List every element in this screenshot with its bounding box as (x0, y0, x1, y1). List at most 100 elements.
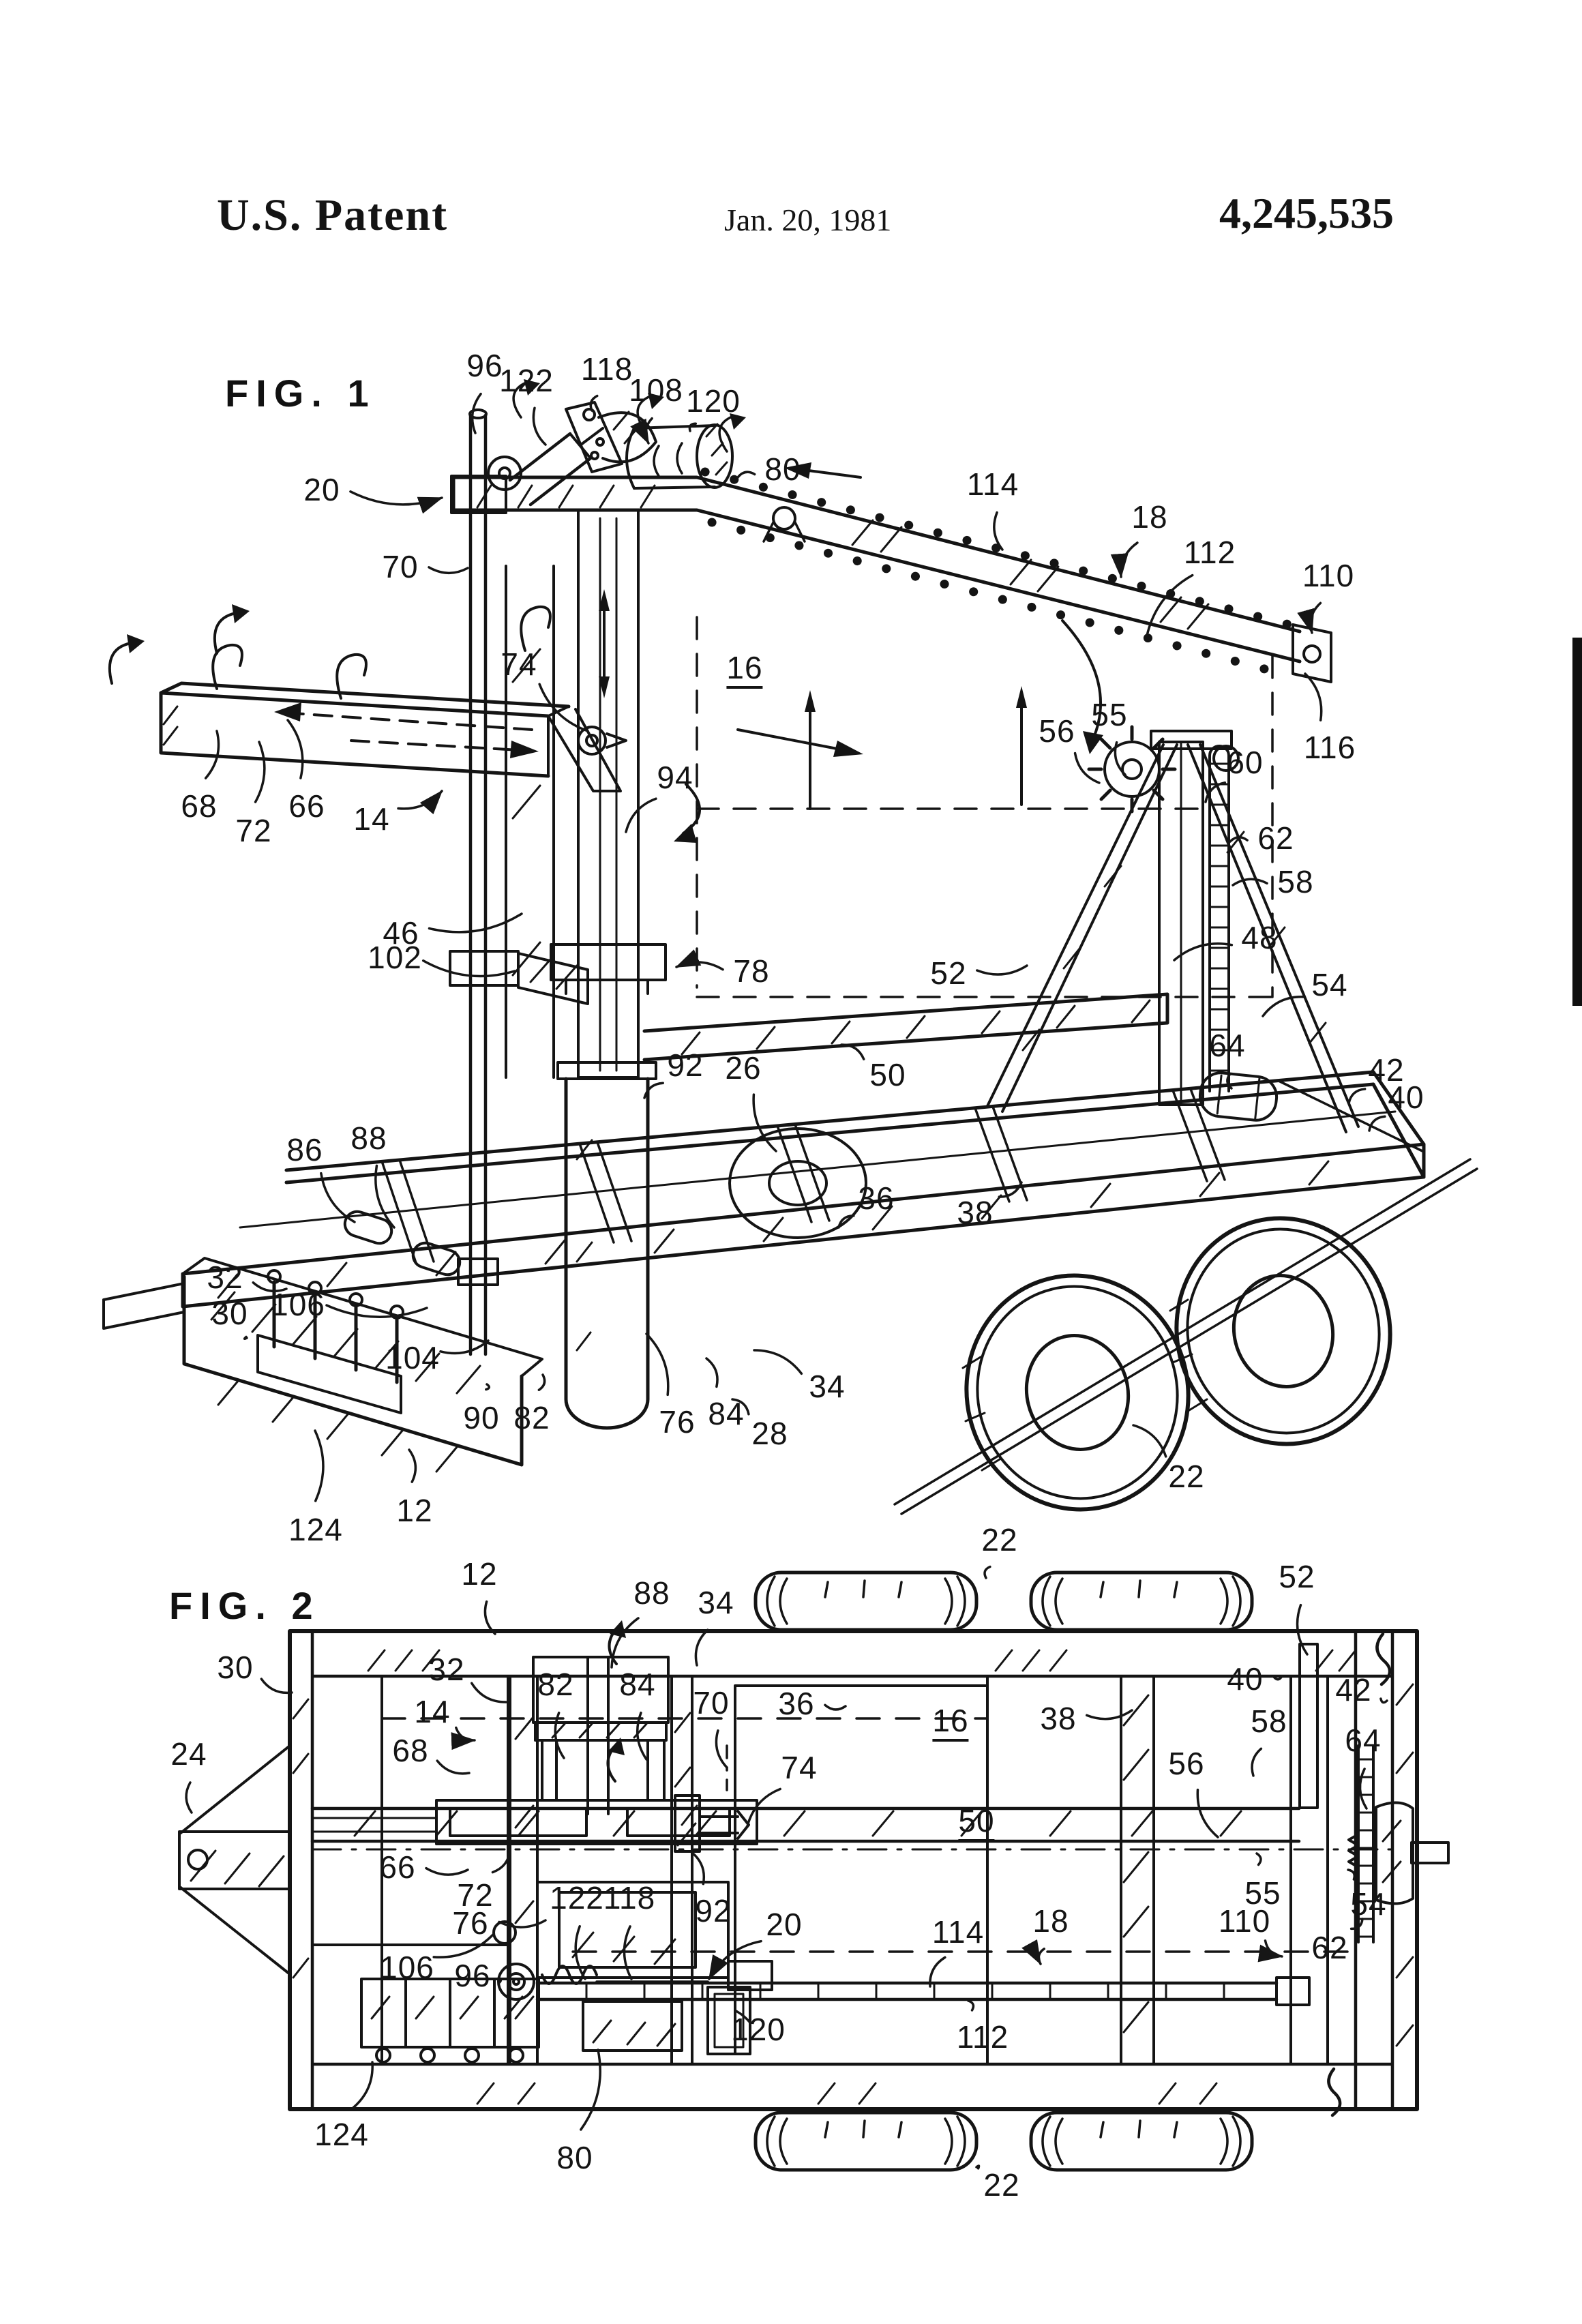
leader-fig1-60 (1204, 781, 1227, 803)
ref-numeral-fig1-38: 38 (957, 1195, 994, 1230)
ref-numeral-fig1-116: 116 (1303, 730, 1356, 765)
chain-bottom (707, 518, 1298, 681)
leader-fig2-42 (1379, 1697, 1388, 1704)
ref-numeral-fig1-22: 22 (1168, 1459, 1205, 1494)
ref-numeral-fig1-18: 18 (1131, 499, 1168, 535)
ref-numeral-fig1-54: 54 (1311, 967, 1348, 1002)
ref-numeral-fig1-66: 66 (288, 788, 325, 824)
ref-numeral-fig2-64: 64 (1345, 1723, 1382, 1758)
leader-fig2-30 (260, 1678, 293, 1695)
leader-fig1-68 (204, 730, 220, 779)
pin-54 (1410, 1841, 1450, 1864)
bracket-80 (582, 2000, 683, 2052)
right-chain-mechanism (1347, 1744, 1450, 1943)
drive-motor-64 (1198, 1071, 1279, 1122)
leader-fig1-92 (643, 1082, 664, 1099)
leader-fig1-52 (976, 964, 1028, 976)
leader-fig1-110 (1297, 601, 1322, 634)
bolt-106 (492, 1920, 517, 1945)
ref-numeral-fig2-20: 20 (766, 1907, 803, 1942)
break-squiggles (1327, 1632, 1392, 2117)
ref-numeral-fig2-80: 80 (556, 2140, 593, 2175)
ref-numeral-fig2-112: 112 (956, 2019, 1009, 2055)
ref-numeral-fig1-58: 58 (1277, 864, 1314, 899)
arm-assembly (435, 1799, 758, 1845)
motor-64-plan (1375, 1801, 1414, 1905)
ref-numeral-fig2-24: 24 (170, 1736, 207, 1772)
scan-edge-artifact (1572, 638, 1582, 1006)
leader-fig2-34 (694, 1628, 709, 1667)
leader-fig1-84 (705, 1357, 719, 1388)
leader-fig2-68 (436, 1759, 471, 1775)
crosshead-and-boom (451, 467, 1332, 683)
leader-fig1-36 (837, 1215, 855, 1229)
left-loader-arm (159, 605, 627, 792)
lift-cylinder (564, 1077, 650, 1430)
leader-fig1-82 (537, 1373, 546, 1392)
ref-numeral-fig1-32: 32 (207, 1260, 243, 1295)
leader-fig2-84 (636, 1711, 648, 1761)
leader-fig2-40 (1272, 1675, 1283, 1681)
ref-numeral-fig1-64: 64 (1209, 1028, 1246, 1063)
mast-assembly (449, 408, 667, 1430)
boom-end-cap (1275, 1976, 1311, 2006)
leader-fig1-122 (532, 406, 547, 446)
ref-numeral-fig2-122: 122 (550, 1880, 604, 1916)
ref-numeral-fig2-42: 42 (1335, 1672, 1372, 1708)
ref-numeral-fig2-30: 30 (217, 1650, 254, 1685)
sprocket (1103, 741, 1161, 798)
ref-numeral-fig1-122: 122 (499, 363, 554, 398)
leader-fig1-70 (428, 566, 469, 575)
leader-fig2-76 (498, 1919, 547, 1928)
ref-numeral-fig1-14: 14 (353, 801, 390, 837)
leader-fig2-96 (497, 1979, 503, 1984)
ref-numeral-fig1-40: 40 (1388, 1079, 1424, 1115)
leader-fig2-70 (715, 1729, 728, 1769)
rollers-86-88 (343, 1210, 462, 1277)
ref-numeral-fig2-118: 118 (603, 1880, 656, 1916)
ref-numeral-fig1-62: 62 (1257, 820, 1294, 856)
ref-numeral-fig1-70: 70 (382, 549, 419, 584)
leader-fig1-12 (408, 1448, 417, 1483)
tandem-wheels (961, 1216, 1392, 1512)
ref-numeral-fig1-88: 88 (350, 1120, 387, 1156)
leader-fig2-22 (983, 1565, 991, 1579)
leader-fig2-82 (554, 1711, 565, 1759)
mast-channel (505, 565, 555, 1079)
leader-fig2-110 (1257, 1939, 1283, 1963)
ref-numeral-fig2-76: 76 (452, 1905, 489, 1941)
ref-numeral-fig1-104: 104 (385, 1340, 440, 1375)
leader-fig1-102 (421, 959, 516, 978)
leader-fig2-74 (746, 1787, 781, 1828)
boom-roller (772, 506, 796, 531)
leader-fig1-78 (675, 949, 724, 971)
ref-numeral-fig2-110: 110 (1218, 1903, 1271, 1939)
spike-box-124 (360, 1978, 540, 2064)
leader-fig2-88 (610, 1617, 640, 1669)
leader-fig2-92 (690, 1851, 705, 1886)
leader-fig2-66 (425, 1866, 469, 1876)
ref-numeral-fig1-16: 16 (726, 652, 763, 689)
leader-fig1-114 (993, 511, 1004, 551)
ref-numeral-fig2-54: 54 (1350, 1886, 1387, 1922)
leader-fig2-24 (185, 1781, 193, 1814)
ref-numeral-fig1-46: 46 (383, 915, 419, 951)
ref-numeral-fig1-108: 108 (629, 372, 683, 408)
leader-fig1-74 (538, 683, 589, 732)
ref-numeral-fig1-110: 110 (1302, 558, 1355, 593)
leader-fig1-26 (752, 1093, 777, 1152)
patent-header-date: Jan. 20, 1981 (724, 203, 892, 237)
ref-numeral-fig1-42: 42 (1368, 1052, 1405, 1088)
ref-numeral-fig2-12: 12 (461, 1556, 498, 1592)
cylinder-92-plan (674, 1794, 701, 1853)
ref-numeral-fig1-74: 74 (501, 646, 537, 682)
ref-numeral-fig1-34: 34 (809, 1369, 846, 1404)
ref-numeral-fig1-120: 120 (686, 383, 741, 419)
ref-numeral-fig1-30: 30 (211, 1296, 248, 1331)
spike-teeth (256, 1269, 404, 1414)
bale-hooks (211, 605, 552, 700)
ref-numeral-fig1-52: 52 (930, 955, 967, 991)
ref-numeral-fig2-22: 22 (981, 1522, 1018, 1558)
ref-numeral-fig2-62: 62 (1311, 1930, 1348, 1965)
